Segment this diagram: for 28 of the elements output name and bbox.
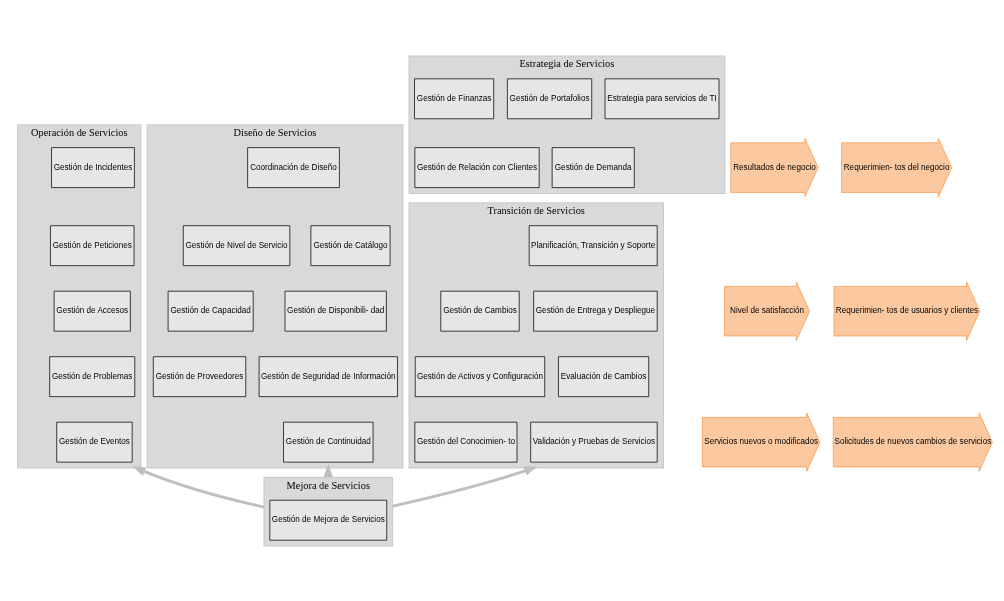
node-box: Coordinación de Diseño (247, 146, 340, 188)
node-box: Gestión de Finanzas (414, 77, 495, 119)
node-box: Gestión de Continuidad (283, 421, 374, 462)
node-box: Gestión de Nivel de Servicio (182, 224, 291, 266)
node-box: Evaluación de Cambios (558, 355, 650, 397)
node-box: Estrategia para servicios de TI (604, 77, 720, 119)
node-box: Gestión de Disponibili- dad (284, 290, 387, 331)
node-box: Planificación, Transición y Soporte (528, 224, 658, 266)
node-box: Gestión de Seguridad de Información (258, 355, 398, 397)
node-box: Gestión de Relación con Clientes (414, 146, 540, 188)
node-box: Gestión de Incidentes (51, 146, 135, 188)
node-box: Gestión de Demanda (551, 146, 635, 188)
node-box: Gestión del Conocimien- to (414, 421, 518, 462)
node-box: Gestión de Portafolios (507, 77, 593, 119)
node-box: Gestión de Entrega y Despliegue (533, 290, 658, 331)
arrow (392, 466, 538, 508)
node-box: Gestión de Capacidad (167, 290, 254, 331)
node-box: Gestión de Proveedores (152, 355, 247, 397)
node-box: Gestión de Mejora de Servicios (269, 499, 388, 541)
node-box: Gestión de Catálogo (310, 224, 391, 266)
node-box: Gestión de Problemas (49, 355, 136, 397)
node-box: Gestión de Accesos (53, 290, 131, 331)
node-box: Gestión de Cambios (440, 290, 520, 331)
node-box: Validación y Pruebas de Servicios (530, 421, 658, 462)
node-box: Gestión de Activos y Configuración (414, 355, 546, 397)
arrow (132, 465, 265, 509)
node-box: Gestión de Peticiones (50, 224, 135, 266)
node-box: Gestión de Eventos (56, 421, 133, 462)
